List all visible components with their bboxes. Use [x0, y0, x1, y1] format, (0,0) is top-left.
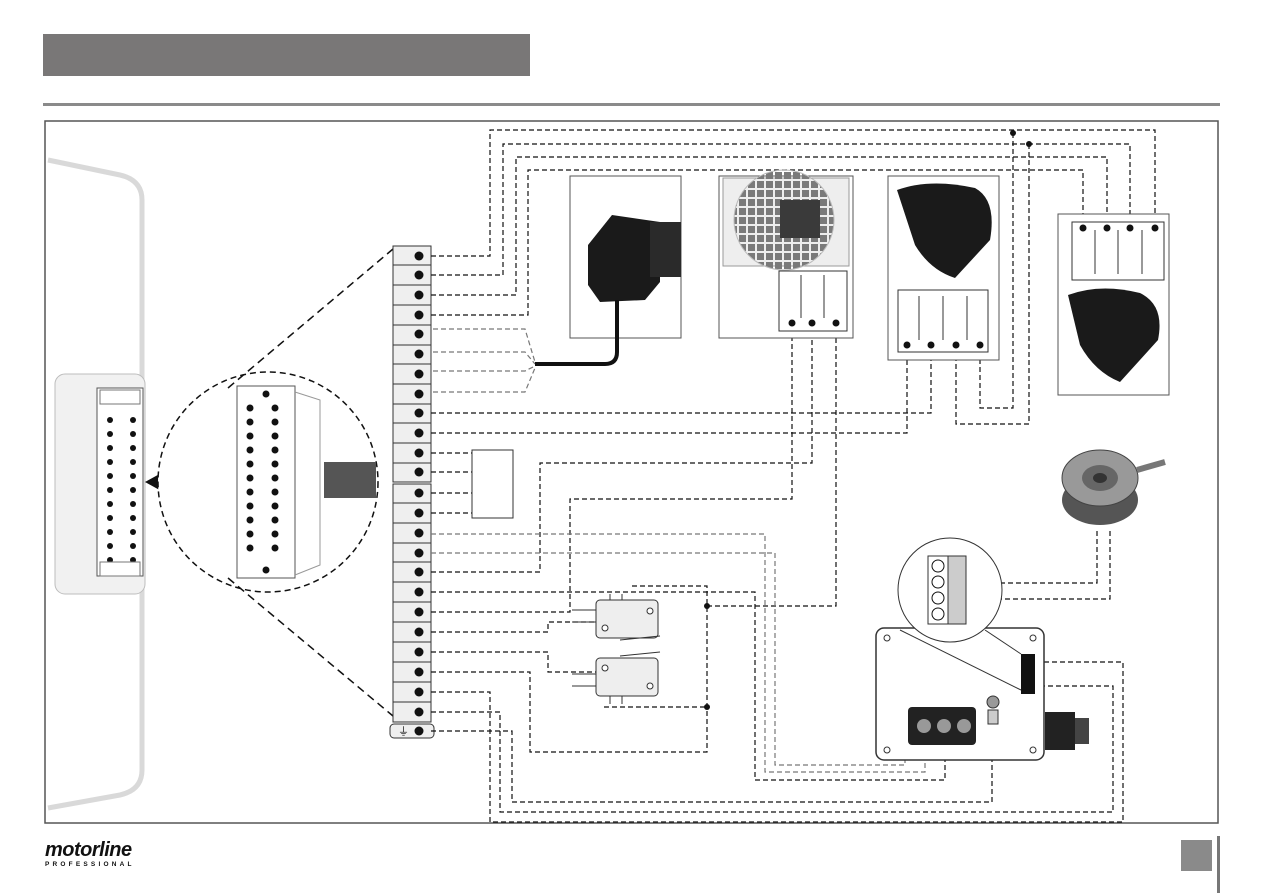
photocell-receiver-box [888, 176, 999, 360]
page-edge-rule [1217, 836, 1220, 893]
limit-switch-open [572, 594, 660, 640]
limit-switch-close [572, 652, 660, 704]
brand-name: motorline [45, 840, 155, 860]
flashing-light-box [535, 176, 681, 364]
page-number-box [1181, 840, 1212, 871]
motor-terminal-block [928, 556, 966, 624]
brand-subtitle: PROFESSIONAL [45, 861, 155, 868]
antenna-coil [1062, 450, 1165, 525]
motor-box [876, 628, 1089, 760]
photocell-box [719, 170, 853, 338]
board-connector [55, 374, 145, 594]
photocell-transmitter-box [1058, 214, 1169, 395]
terminal-strip: ⏚ [390, 246, 434, 738]
ground-symbol: ⏚ [398, 725, 409, 738]
push-button-box [472, 450, 513, 518]
brand-logo: motorline PROFESSIONAL [45, 840, 155, 868]
